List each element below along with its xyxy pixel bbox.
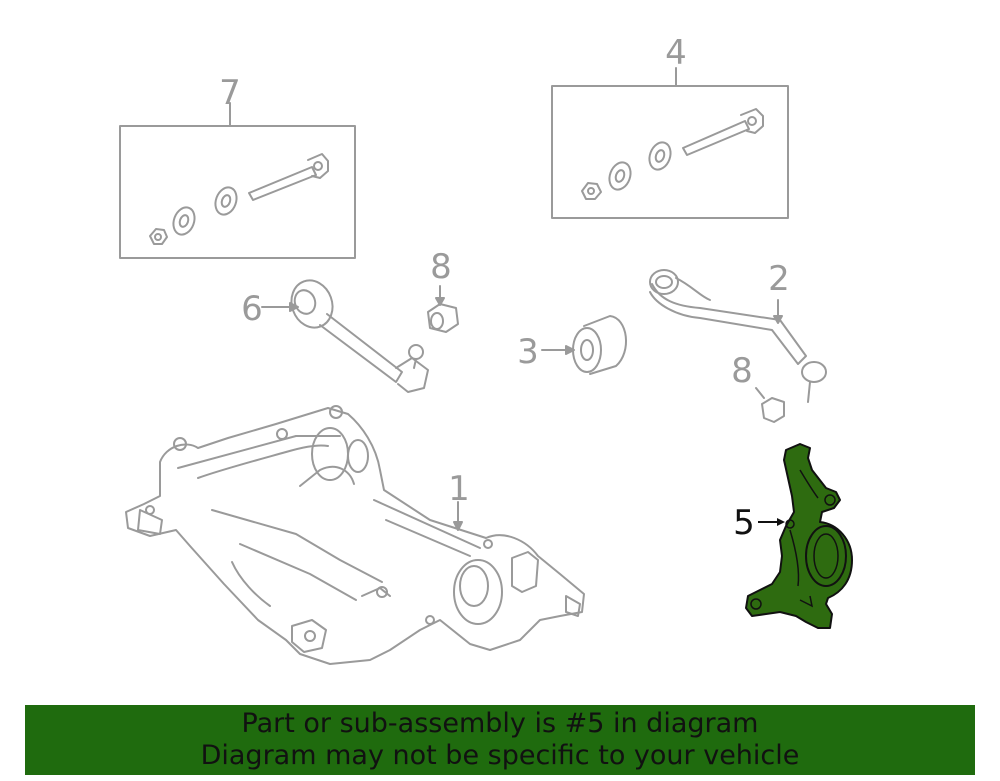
callout-3: 3 xyxy=(517,332,539,372)
callout-4: 4 xyxy=(665,33,687,73)
steering-knuckle-5[interactable] xyxy=(745,443,853,629)
callout-8-upper: 8 xyxy=(430,247,452,287)
control-arm-2[interactable] xyxy=(649,269,827,403)
banner-line-2: Diagram may not be specific to your vehi… xyxy=(200,740,800,771)
banner-line-1: Part or sub-assembly is #5 in diagram xyxy=(241,708,759,739)
callout-2: 2 xyxy=(768,259,790,299)
callout-5: 5 xyxy=(733,503,755,543)
callout-1: 1 xyxy=(448,469,470,509)
hardware-kit-7[interactable] xyxy=(119,102,356,259)
bushing-8-upper[interactable] xyxy=(427,285,459,333)
info-banner: Part or sub-assembly is #5 in diagram Di… xyxy=(25,705,975,775)
callout-6: 6 xyxy=(241,289,263,329)
control-arm-6[interactable] xyxy=(261,275,429,393)
bushing-3[interactable] xyxy=(541,315,628,375)
subframe-1[interactable] xyxy=(125,405,585,665)
hardware-kit-4[interactable] xyxy=(551,67,789,219)
bushing-8-lower[interactable] xyxy=(755,387,785,423)
callout-8-lower: 8 xyxy=(731,351,753,391)
callout-7: 7 xyxy=(219,73,241,113)
